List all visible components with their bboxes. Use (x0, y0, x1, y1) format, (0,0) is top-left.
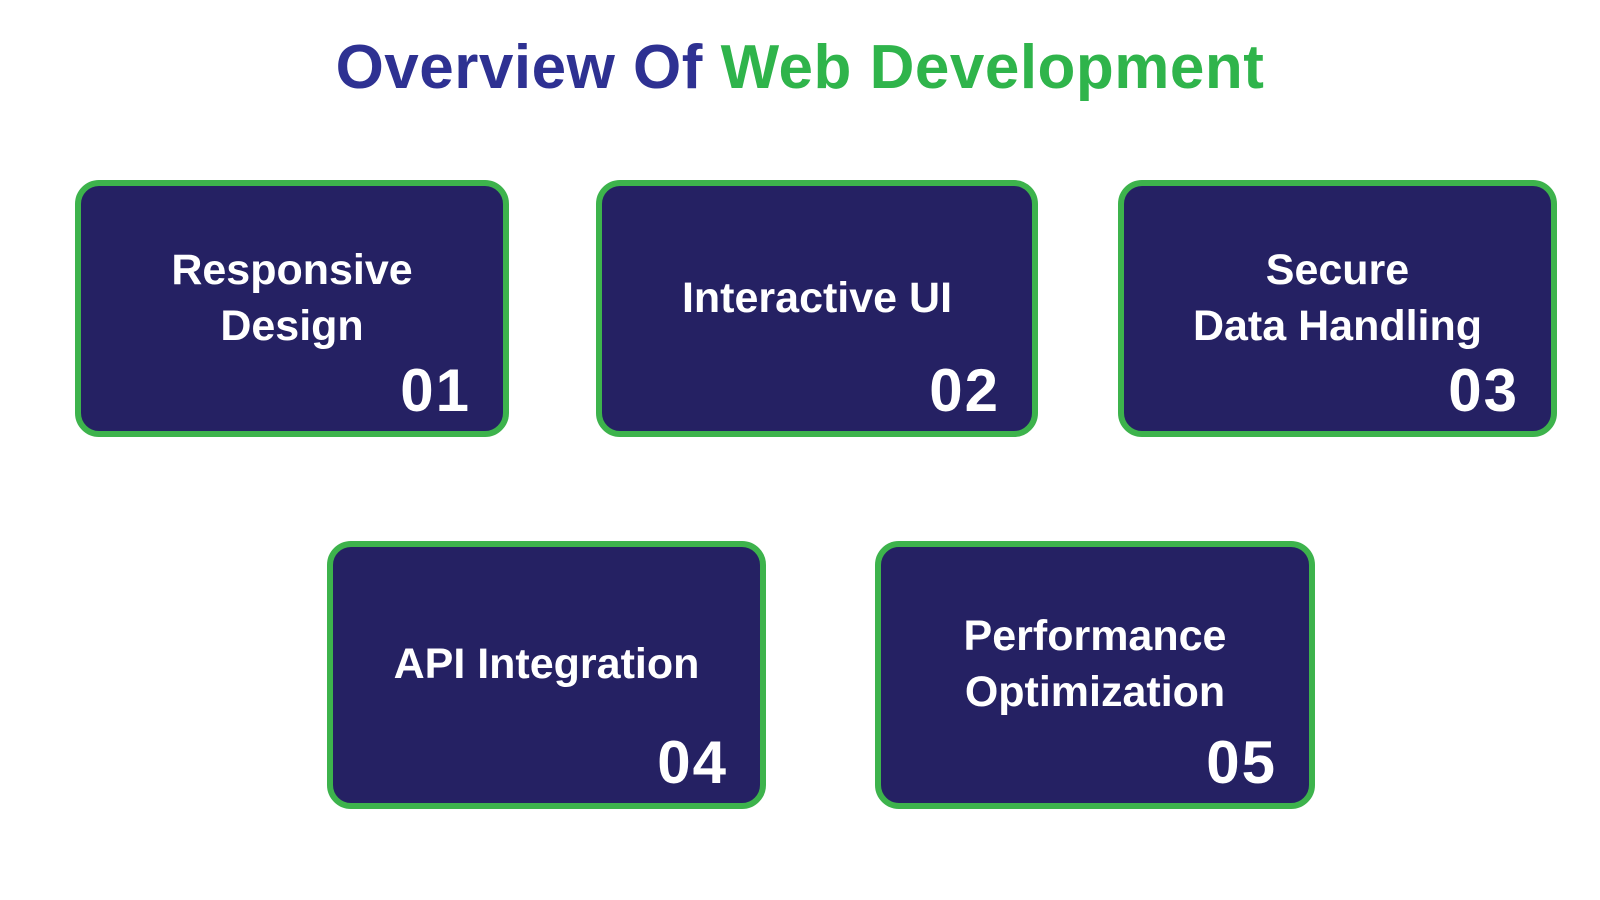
card-api-integration: API Integration 04 (327, 541, 766, 809)
card-title: Responsive Design (171, 245, 413, 350)
page-title: Overview Of Web Development (0, 32, 1600, 103)
card-number-badge: 01 (400, 357, 471, 424)
card-interactive-ui: Interactive UI 02 (596, 180, 1038, 437)
card-responsive-design: Responsive Design 01 (75, 180, 509, 437)
card-performance-optimization: Performance Optimization 05 (875, 541, 1315, 809)
card-title: Secure Data Handling (1192, 245, 1483, 350)
card-number-badge: 03 (1448, 357, 1519, 424)
card-number-badge: 05 (1206, 729, 1277, 796)
card-title: API Integration (393, 640, 700, 689)
card-title: Interactive UI (681, 273, 953, 322)
card-number-badge: 04 (657, 729, 728, 796)
card-title: Performance Optimization (963, 612, 1227, 716)
card-secure-data-handling: Secure Data Handling 03 (1118, 180, 1557, 437)
card-number-badge: 02 (929, 357, 1000, 424)
title-accent-text: Web Development (720, 33, 1265, 102)
title-primary-text: Overview Of (335, 33, 721, 102)
